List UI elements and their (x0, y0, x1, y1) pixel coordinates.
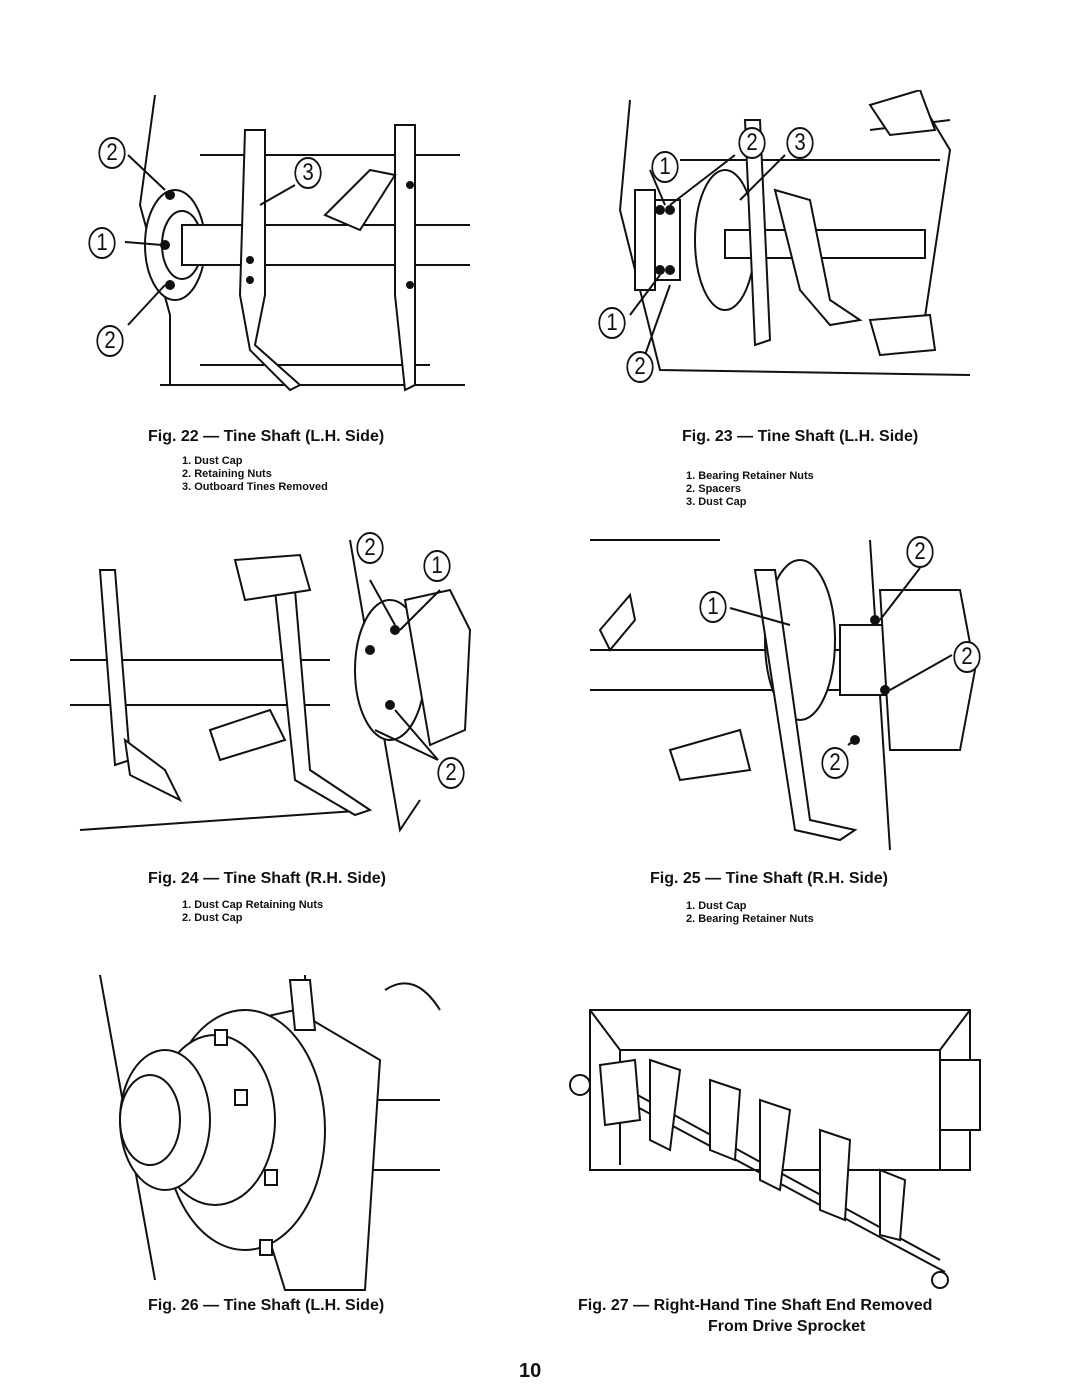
figure-22-illustration: 2 3 1 2 (70, 85, 470, 415)
legend-item: 2. Dust Cap (182, 912, 243, 924)
callout-number: 3 (786, 127, 814, 159)
callout-number: 2 (98, 137, 126, 169)
figure-22-legend: 1. Dust Cap 2. Retaining Nuts 3. Outboar… (182, 455, 328, 494)
figure-25-illustration: 2 1 2 2 (590, 530, 995, 865)
callout-number: 1 (699, 591, 727, 623)
figure-26-illustration (95, 970, 445, 1295)
legend-item: 2. Retaining Nuts (182, 468, 272, 480)
legend-item: 1. Dust Cap (686, 900, 747, 912)
callout-number: 2 (906, 536, 934, 568)
figure-23-illustration: 2 3 1 1 2 (590, 90, 990, 390)
figure-24-illustration: 2 1 2 (70, 530, 480, 860)
figure-23-caption: Fig. 23 — Tine Shaft (L.H. Side) (682, 428, 919, 445)
callout-number: 2 (96, 325, 124, 357)
callout-number: 2 (953, 641, 981, 673)
callout-number: 2 (821, 747, 849, 779)
page-number: 10 (519, 1360, 542, 1382)
callout-number: 1 (598, 307, 626, 339)
figure-25-caption: Fig. 25 — Tine Shaft (R.H. Side) (650, 870, 888, 887)
figure-26-caption: Fig. 26 — Tine Shaft (L.H. Side) (148, 1297, 385, 1314)
callout-number: 2 (437, 757, 465, 789)
figure-24-legend: 1. Dust Cap Retaining Nuts 2. Dust Cap (182, 899, 323, 925)
legend-item: 3. Outboard Tines Removed (182, 481, 328, 493)
legend-item: 2. Bearing Retainer Nuts (686, 913, 814, 925)
legend-item: 1. Dust Cap Retaining Nuts (182, 899, 324, 911)
figure-22-caption: Fig. 22 — Tine Shaft (L.H. Side) (148, 428, 385, 445)
legend-item: 3. Dust Cap (686, 496, 747, 508)
figure-27-caption-line1: Fig. 27 — Right-Hand Tine Shaft End Remo… (578, 1297, 933, 1314)
figure-23-legend: 1. Bearing Retainer Nuts 2. Spacers 3. D… (686, 470, 814, 509)
callout-number: 1 (423, 550, 451, 582)
callout-number: 2 (626, 351, 654, 383)
callout-number: 1 (651, 151, 679, 183)
legend-item: 2. Spacers (686, 483, 742, 495)
figure-27-caption-line2: From Drive Sprocket (708, 1318, 866, 1335)
callout-number: 2 (738, 127, 766, 159)
figure-25-legend: 1. Dust Cap 2. Bearing Retainer Nuts (686, 900, 814, 926)
legend-item: 1. Dust Cap (182, 455, 243, 467)
callout-number: 2 (356, 532, 384, 564)
figure-27-illustration (560, 1000, 985, 1290)
callout-number: 1 (88, 227, 116, 259)
figure-24-caption: Fig. 24 — Tine Shaft (R.H. Side) (148, 870, 386, 887)
callout-number: 3 (294, 157, 322, 189)
legend-item: 1. Bearing Retainer Nuts (686, 470, 814, 482)
